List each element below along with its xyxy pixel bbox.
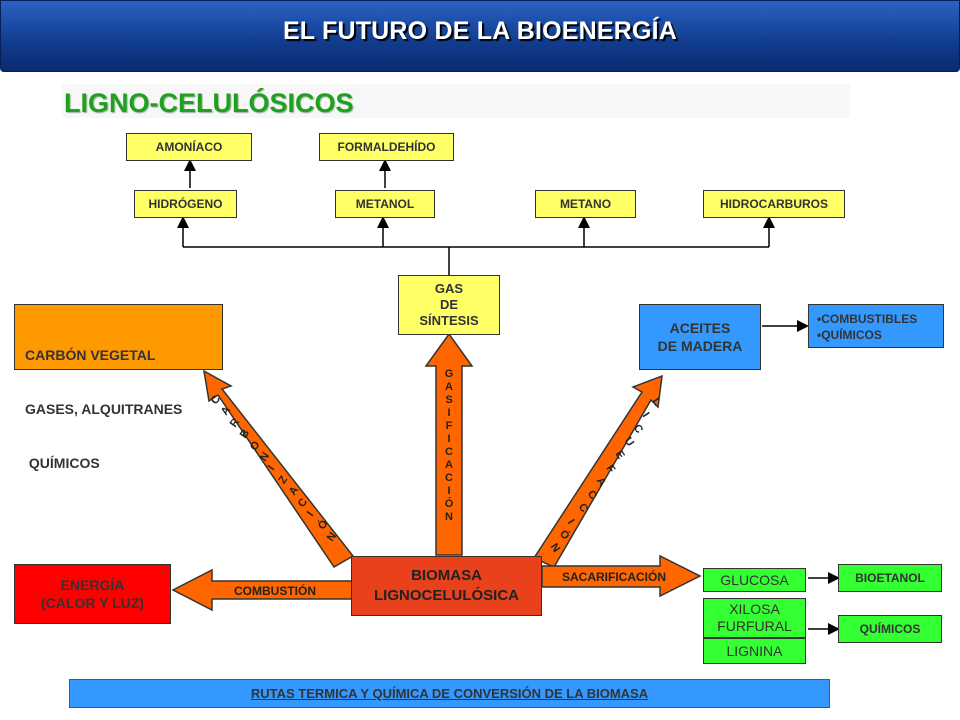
carbon-vegetal-label: CARBÓN VEGETAL	[25, 347, 156, 363]
glucosa-box: GLUCOSA	[703, 568, 806, 592]
metano-box: METANO	[535, 190, 636, 218]
carbon-vegetal-box: CARBÓN VEGETAL GASES, ALQUITRANES QUÍMIC…	[14, 304, 223, 471]
subtitle-background	[62, 84, 850, 118]
gasificacion-letter: A	[445, 381, 453, 393]
lignocelulosica-label: LIGNOCELULÓSICA	[374, 587, 519, 604]
aceites-label: ACEITES	[669, 320, 731, 336]
de-label: DE	[439, 297, 459, 312]
footer-label: RUTAS TERMICA Y QUÍMICA DE CONVERSIÓN DE…	[250, 686, 649, 701]
energia-label: ENERGÍA	[60, 577, 125, 593]
gases-alquitranes-label: GASES, ALQUITRANES	[25, 401, 183, 417]
amoniaco-box: AMONÍACO	[126, 133, 252, 161]
xilosa-furfural-box: XILOSA FURFURAL	[703, 598, 806, 638]
bioetanol-box: BIOETANOL	[838, 564, 942, 592]
gasificacion-letter: A	[445, 459, 453, 471]
gasificacion-letter: I	[447, 407, 451, 419]
xilosa-label: XILOSA	[729, 601, 780, 617]
header-bar: EL FUTURO DE LA BIOENERGÍA	[0, 0, 960, 72]
gasificacion-letter: F	[445, 420, 453, 432]
gasificacion-letter: N	[445, 511, 453, 523]
biomasa-box: BIOMASA LIGNOCELULÓSICA	[351, 556, 542, 616]
combustibles-quimicos-box: •COMBUSTIBLES •QUÍMICOS	[808, 304, 944, 348]
energia-box: ENERGÍA (CALOR Y LUZ)	[14, 564, 171, 624]
calor-luz-label: (CALOR Y LUZ)	[41, 595, 144, 611]
gasificacion-letter: C	[445, 446, 453, 458]
lignina-box: LIGNINA	[703, 638, 806, 664]
quimicos-end-box: QUÍMICOS	[838, 615, 942, 643]
gasificacion-letter: I	[447, 433, 451, 445]
hidrocarburos-box: HIDROCARBUROS	[703, 190, 845, 218]
gasificacion-letter: Ó	[444, 498, 454, 510]
gasificacion-arrow	[424, 332, 474, 556]
combustibles-label: •COMBUSTIBLES	[817, 312, 918, 326]
quimicos-carbon-label: QUÍMICOS	[25, 455, 100, 471]
aceites-de-madera-box: ACEITES DE MADERA	[639, 304, 761, 370]
gas-de-sintesis-box: GAS DE SÍNTESIS	[398, 275, 500, 335]
page-title: EL FUTURO DE LA BIOENERGÍA	[282, 17, 678, 45]
formaldehido-box: FORMALDEHÍDO	[319, 133, 454, 161]
licuefaccion-arrow	[532, 374, 663, 568]
quimicos-aceites-label: •QUÍMICOS	[817, 328, 882, 342]
de-madera-label: DE MADERA	[657, 338, 743, 354]
gasificacion-letter: G	[444, 368, 454, 380]
footer-bar: RUTAS TERMICA Y QUÍMICA DE CONVERSIÓN DE…	[69, 679, 830, 708]
sacarificacion-label: SACARIFICACIÓN	[562, 570, 666, 584]
carbonizacion-arrow	[203, 369, 355, 568]
hidrogeno-box: HIDRÓGENO	[134, 190, 237, 218]
biomasa-label: BIOMASA	[411, 567, 482, 584]
combustion-arrow	[171, 568, 353, 612]
sacarificacion-arrow	[541, 554, 702, 598]
gasificacion-letter: C	[445, 472, 453, 484]
gasificacion-letter: I	[447, 485, 451, 497]
section-subtitle: LIGNO-CELULÓSICOS	[64, 88, 354, 118]
combustion-label: COMBUSTIÓN	[234, 584, 316, 598]
sintesis-label: SÍNTESIS	[419, 313, 479, 328]
gas-label: GAS	[434, 281, 464, 296]
furfural-label: FURFURAL	[717, 618, 792, 634]
metanol-box: METANOL	[335, 190, 435, 218]
gasificacion-letter: S	[445, 394, 453, 406]
